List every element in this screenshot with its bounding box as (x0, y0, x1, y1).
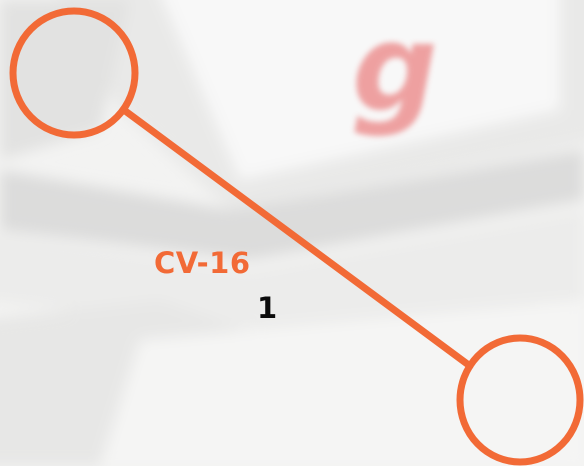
code-label: CV-16 (154, 246, 251, 280)
key-glyph-g: g (352, 0, 438, 139)
svg-text:g: g (352, 0, 438, 139)
end-circle (456, 334, 584, 466)
connector-line (120, 106, 474, 370)
count-label: 1 (257, 291, 278, 325)
start-circle (9, 7, 139, 139)
